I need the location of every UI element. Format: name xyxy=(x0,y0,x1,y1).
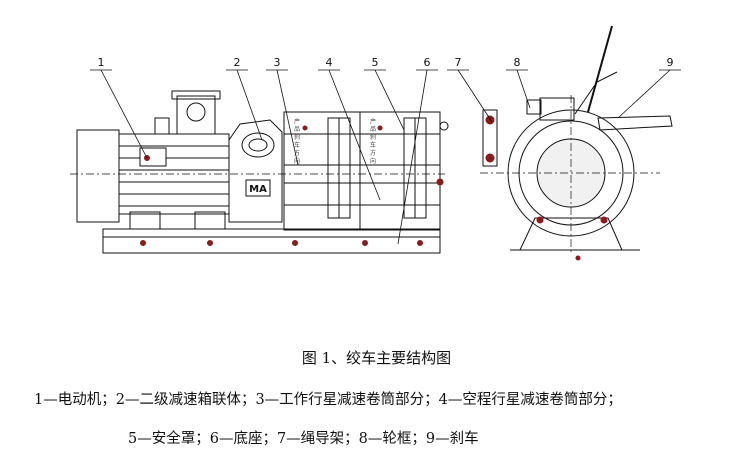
end-view xyxy=(480,25,673,261)
figure-caption: 图 1、绞车主要结构图 xyxy=(301,349,452,367)
legend-line-2: 5—安全罩；6—底座；7—绳导架；8—轮框；9—刹车 xyxy=(128,431,479,447)
callout-1: 1 xyxy=(98,56,105,69)
gearbox: MA xyxy=(228,119,283,223)
drum-mark-left: 产 品 刹 车 方 向 xyxy=(293,117,300,164)
winch-structure-drawing: MA xyxy=(70,25,681,261)
drum-vertical-marks: 产 品 刹 车 方 向 产 品 刹 车 方 向 xyxy=(293,117,376,164)
callout-3: 3 xyxy=(274,56,281,69)
callout-9: 9 xyxy=(667,56,674,69)
callout-5: 5 xyxy=(372,56,379,69)
drum-assembly xyxy=(283,111,449,231)
legend-line-1: 1—电动机；2—二级减速箱联体；3—工作行星减速卷筒部分；4—空程行星减速卷筒部… xyxy=(34,392,622,408)
callout-6: 6 xyxy=(424,56,431,69)
callout-numbers: 1 2 3 4 5 6 7 8 9 xyxy=(98,56,674,69)
base-frame xyxy=(102,211,441,254)
callout-8: 8 xyxy=(514,56,521,69)
drum-mark-right: 产 品 刹 车 方 向 xyxy=(369,117,376,164)
leader-lines xyxy=(90,69,681,245)
electric-motor xyxy=(70,90,445,223)
callout-2: 2 xyxy=(234,56,241,69)
callout-7: 7 xyxy=(455,56,462,69)
ma-mark: MA xyxy=(249,184,267,195)
callout-4: 4 xyxy=(326,56,333,69)
